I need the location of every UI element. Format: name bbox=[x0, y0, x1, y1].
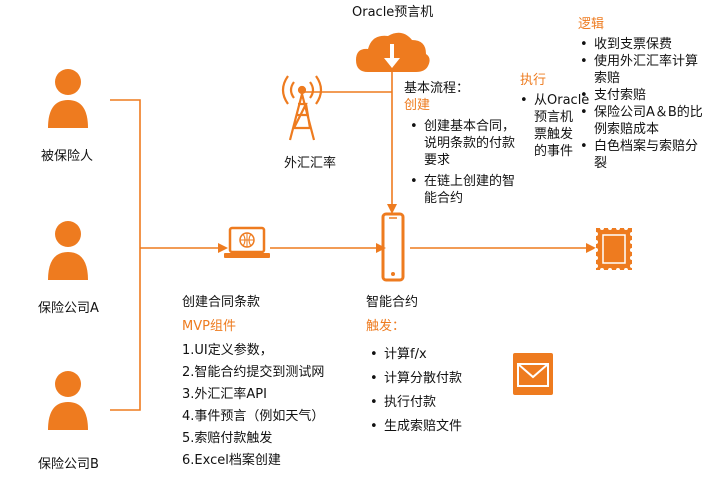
list-item: 预言机 bbox=[534, 110, 574, 125]
arrowhead-laptop bbox=[218, 243, 228, 253]
person-icon bbox=[48, 221, 88, 280]
list-item: 执行付款 bbox=[370, 391, 462, 415]
radio-tower-icon bbox=[281, 75, 323, 141]
envelope-icon bbox=[513, 353, 553, 395]
mvp-steps: 1.UI定义参数， 2.智能合约提交到测试网 3.外汇汇率API 4.事件预言（… bbox=[182, 340, 324, 472]
trigger-title: 触发： bbox=[366, 319, 406, 334]
list-item: •创建基本合同， bbox=[410, 119, 516, 134]
person-icon bbox=[48, 371, 88, 430]
list-item: 例索赔成本 bbox=[594, 122, 660, 137]
list-item: •保险公司A＆B的比 bbox=[580, 105, 703, 120]
arrowhead-oracle-down bbox=[387, 204, 397, 214]
node-insurer-b-label: 保险公司B bbox=[38, 457, 99, 472]
trigger-list: 计算f/x 计算分散付款 执行付款 生成索赔文件 bbox=[370, 343, 462, 439]
list-item: 生成索赔文件 bbox=[370, 415, 462, 439]
node-create-contract-label: 创建合同条款 bbox=[182, 295, 261, 310]
smartphone-icon bbox=[381, 212, 405, 282]
execute-title: 执行 bbox=[520, 73, 547, 88]
person-icon bbox=[48, 69, 88, 128]
mvp-step: 5.索赔付款触发 bbox=[182, 431, 273, 446]
parties-bracket-line bbox=[110, 99, 141, 411]
node-insurer-a-label: 保险公司A bbox=[38, 301, 99, 316]
mvp-step: 6.Excel档案创建 bbox=[182, 453, 281, 468]
mvp-step: 1.UI定义参数， bbox=[182, 343, 273, 358]
list-item: 票触发 bbox=[534, 127, 574, 142]
stamp-icon bbox=[594, 226, 634, 272]
basic-flow-subtitle: 创建 bbox=[404, 98, 431, 113]
arrowhead-phone bbox=[376, 243, 386, 253]
basic-flow-list: •创建基本合同， 说明条款的付款 要求 •在链上创建的智 能合约 bbox=[410, 118, 515, 207]
list-item: 裂 bbox=[594, 156, 608, 171]
cloud-download-icon bbox=[356, 32, 430, 72]
list-item: 索赔 bbox=[594, 71, 621, 86]
basic-flow-title: 基本流程： bbox=[404, 81, 470, 96]
laptop-globe-icon bbox=[224, 226, 270, 258]
list-item: •白色档案与索赔分 bbox=[580, 139, 699, 154]
list-item: •使用外汇汇率计算 bbox=[580, 54, 699, 69]
mvp-title: MVP组件 bbox=[182, 319, 236, 334]
list-item: 计算f/x bbox=[370, 343, 462, 367]
node-smart-contract-label: 智能合约 bbox=[366, 295, 419, 310]
mvp-step: 2.智能合约提交到测试网 bbox=[182, 365, 325, 380]
list-item: 计算分散付款 bbox=[370, 367, 462, 391]
list-item: 要求 bbox=[424, 153, 451, 168]
arrowhead-stamp bbox=[586, 243, 596, 253]
list-item: •支付索赔 bbox=[580, 88, 647, 103]
mvp-step: 4.事件预言（例如天气） bbox=[182, 409, 325, 424]
list-item: •收到支票保费 bbox=[580, 37, 673, 52]
list-item: 的事件 bbox=[534, 144, 574, 159]
logic-list: •收到支票保费 •使用外汇汇率计算 索赔 •支付索赔 •保险公司A＆B的比 例索… bbox=[580, 36, 703, 172]
node-oracle-label: Oracle预言机 bbox=[352, 5, 434, 20]
logic-title: 逻辑 bbox=[578, 17, 605, 32]
node-forex-label: 外汇汇率 bbox=[284, 156, 337, 171]
execute-list: •从Oracle 预言机 票触发 的事件 bbox=[520, 92, 589, 160]
list-item: •在链上创建的智 bbox=[410, 174, 516, 189]
mvp-step: 3.外汇汇率API bbox=[182, 387, 267, 402]
list-item: •从Oracle bbox=[520, 93, 590, 108]
list-item: 说明条款的付款 bbox=[424, 136, 516, 151]
list-item: 能合约 bbox=[424, 191, 464, 206]
node-insured-label: 被保险人 bbox=[41, 149, 94, 164]
